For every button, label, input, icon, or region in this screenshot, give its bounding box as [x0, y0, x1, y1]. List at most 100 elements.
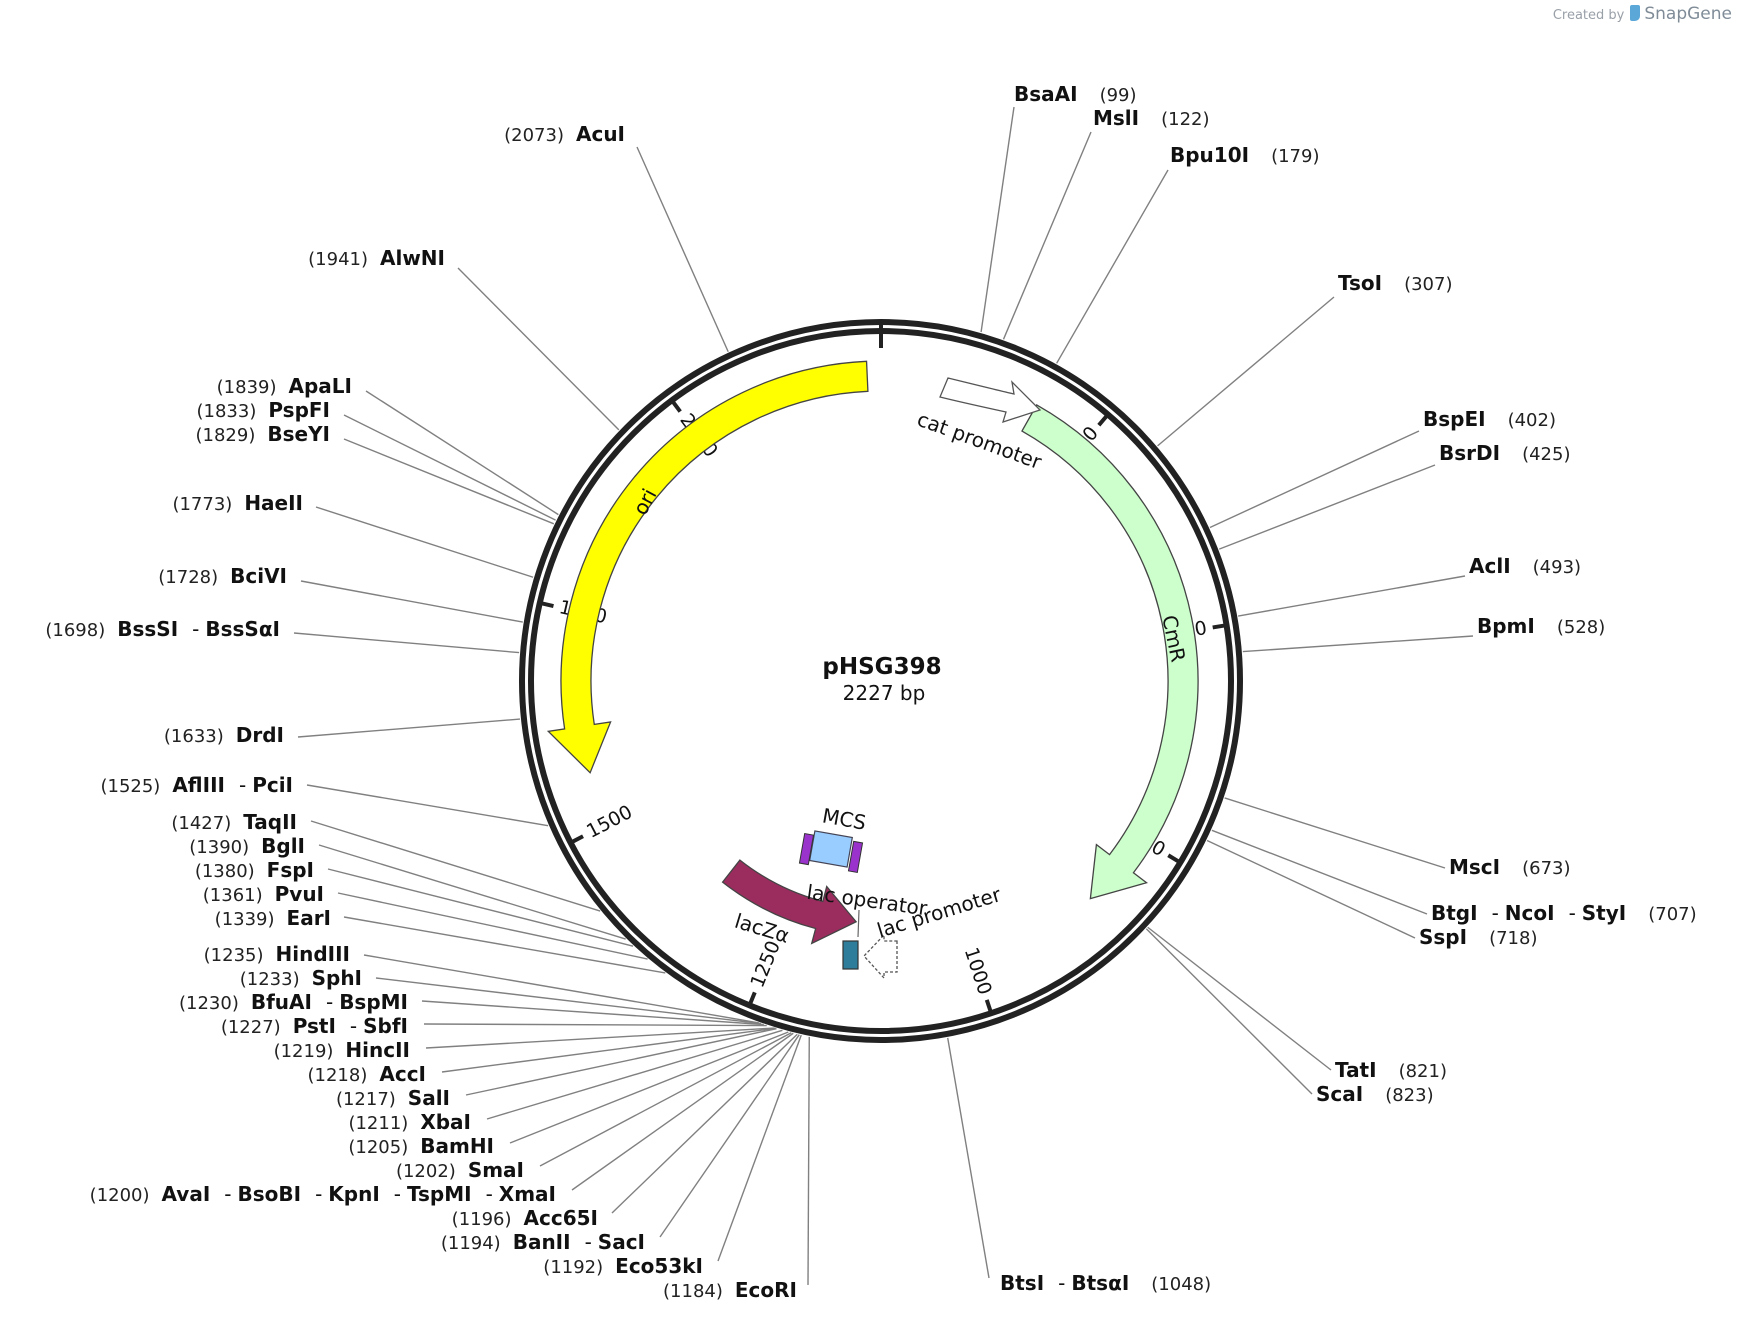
site-label: (1427)TaqII — [171, 810, 297, 834]
watermark-brand: SnapGene — [1644, 4, 1732, 24]
site-position: (718) — [1489, 928, 1537, 949]
site-leader-line — [539, 1032, 792, 1167]
cat-promoter-arrow — [939, 377, 1042, 424]
site-leader-line — [980, 106, 1015, 333]
site-leader-line — [318, 844, 626, 940]
enzyme-name: SspI — [1419, 925, 1467, 949]
site-leader-line — [343, 414, 556, 521]
site-separator: - — [1058, 1271, 1065, 1295]
site-position: (99) — [1100, 85, 1137, 106]
site-position: (1218) — [308, 1065, 368, 1086]
enzyme-name: BfuAI — [251, 990, 312, 1014]
enzyme-name: AccI — [379, 1062, 426, 1086]
site-position: (1192) — [543, 1257, 603, 1278]
site-leader-line — [423, 1023, 767, 1027]
enzyme-name: HaeII — [244, 491, 303, 515]
enzyme-name: AflIII — [172, 773, 225, 797]
mcs-label: MCS — [821, 803, 868, 834]
site-position: (1380) — [195, 861, 255, 882]
site-label: (1184)EcoRI — [663, 1278, 797, 1302]
site-separator: - — [394, 1182, 401, 1206]
enzyme-name: PspFI — [268, 398, 330, 422]
enzyme-name: BglI — [261, 834, 305, 858]
tick-label: 1500 — [583, 801, 636, 843]
enzyme-name: BtsI — [1000, 1271, 1044, 1295]
site-label: (1194)BanII-SacI — [441, 1230, 645, 1254]
site-leader-line — [363, 954, 760, 1024]
site-position: (528) — [1557, 617, 1605, 638]
site-label: (1217) SalI — [336, 1086, 450, 1110]
site-label: BsaAI (99) — [1014, 82, 1137, 106]
lac-operator-leader — [857, 909, 860, 938]
site-position: (1202) — [396, 1161, 456, 1182]
enzyme-name: BssSI — [117, 617, 178, 641]
site-leader-line — [636, 146, 729, 353]
site-label: (1339)EarI — [215, 906, 331, 930]
site-position: (1211) — [348, 1113, 408, 1134]
site-label: BspEI(402) — [1423, 407, 1556, 431]
site-label: (1202)SmaI — [396, 1158, 524, 1182]
enzyme-name: SalI — [408, 1086, 450, 1110]
plasmid-name: pHSG398 — [822, 654, 941, 680]
enzyme-name: DrdI — [236, 723, 284, 747]
site-position: (1941) — [308, 249, 368, 270]
site-label: (1380) FspI — [195, 858, 314, 882]
enzyme-name: ApaLI — [289, 374, 352, 398]
site-leader-line — [441, 1027, 776, 1073]
enzyme-name: BamHI — [420, 1134, 494, 1158]
site-leader-line — [315, 506, 534, 578]
site-leader-line — [611, 1033, 798, 1214]
snapgene-watermark: Created by SnapGene — [1553, 4, 1732, 24]
site-position: (1361) — [203, 885, 263, 906]
enzyme-name: NcoI — [1505, 901, 1555, 925]
site-position: (1390) — [189, 837, 249, 858]
site-position: (1839) — [217, 377, 277, 398]
enzyme-name: KpnI — [328, 1182, 380, 1206]
enzyme-name: TspMI — [407, 1182, 472, 1206]
site-leader-line — [300, 580, 523, 623]
site-leader-line — [1242, 635, 1474, 653]
enzyme-name: SacI — [598, 1230, 645, 1254]
site-position: (425) — [1522, 444, 1570, 465]
site-position: (1230) — [179, 993, 239, 1014]
enzyme-name: BciVI — [230, 564, 287, 588]
site-label: (1728) BciVI — [158, 564, 287, 588]
site-labels: BsaAI(99)MslI(122)Bpu10I(179)TsoI(307)Bs… — [45, 82, 1696, 1302]
enzyme-name: BsoBI — [238, 1182, 302, 1206]
site-position: (1773) — [172, 494, 232, 515]
site-leader-line — [343, 438, 555, 525]
enzyme-name: FspI — [267, 858, 314, 882]
enzyme-name: BanII — [513, 1230, 571, 1254]
site-position: (1048) — [1151, 1274, 1211, 1295]
tick-mark — [1097, 412, 1111, 427]
site-label: BpmI(528) — [1477, 614, 1605, 638]
site-label: (1205)BamHI — [348, 1134, 494, 1158]
site-leader-line — [659, 1034, 800, 1238]
site-label: (1829)BseYI — [196, 422, 331, 446]
enzyme-name: PvuI — [275, 882, 324, 906]
enzyme-name: MscI — [1449, 855, 1500, 879]
site-leader-line — [807, 1036, 810, 1286]
enzyme-name: BspEI — [1423, 407, 1486, 431]
site-label: (1196)Acc65I — [452, 1206, 598, 1230]
mcs-right-marker — [847, 840, 864, 874]
site-leader-line — [1002, 131, 1092, 340]
tick-mark — [1167, 853, 1183, 865]
site-position: (1217) — [336, 1089, 396, 1110]
site-leader-line — [571, 1032, 794, 1191]
tick-mark — [1212, 623, 1228, 630]
site-position: (122) — [1161, 109, 1209, 130]
mcs-left-marker — [798, 832, 815, 866]
enzyme-name: Acc65I — [524, 1206, 598, 1230]
enzyme-name: XmaI — [499, 1182, 556, 1206]
enzyme-name: TsoI — [1338, 271, 1382, 295]
enzyme-name: BsaAI — [1014, 82, 1078, 106]
site-label: (2073)AcuI — [504, 122, 625, 146]
tick-mark — [984, 999, 994, 1015]
site-position: (1728) — [158, 567, 218, 588]
tick-mark — [747, 991, 757, 1008]
site-leader-line — [1211, 829, 1428, 915]
site-leader-line — [1056, 169, 1169, 364]
watermark-prefix: Created by — [1552, 8, 1625, 23]
